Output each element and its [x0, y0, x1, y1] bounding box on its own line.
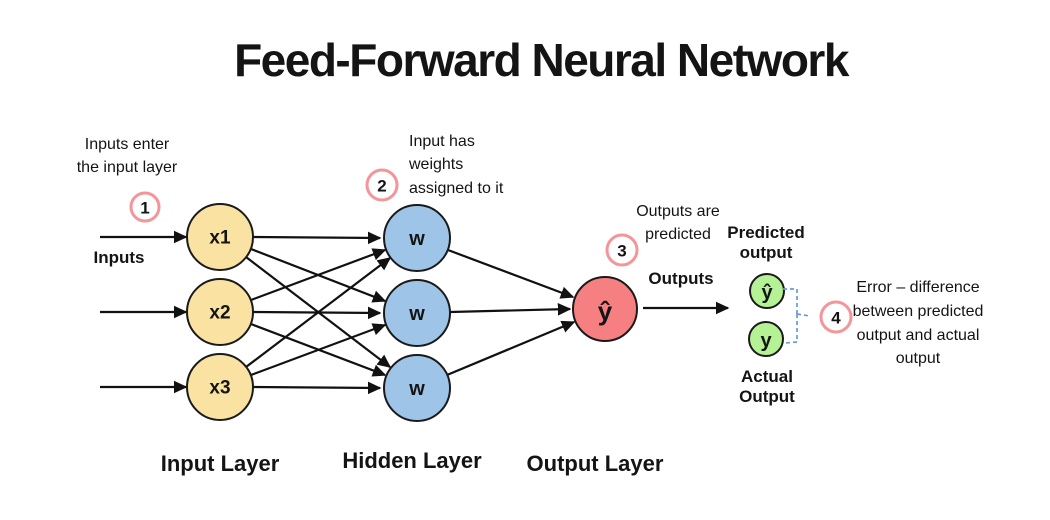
predicted-node-label: ŷ	[761, 282, 773, 304]
step1-note-line1: Inputs enter	[85, 136, 170, 153]
actual-output-label-line2: Output	[739, 387, 795, 406]
inputs-label: Inputs	[94, 248, 145, 267]
error-bracket	[783, 288, 811, 344]
step4-note-line4: output	[896, 350, 941, 367]
edge-w3-yhat	[446, 320, 576, 377]
step-badge-2: 2	[365, 168, 399, 202]
predicted-output-label-line2: output	[740, 243, 793, 262]
actual-node	[748, 321, 784, 357]
actual-output-label-line1: Actual	[741, 367, 793, 386]
step-badge-3-circle	[605, 233, 639, 267]
step4-note-line1: Error – difference	[856, 279, 979, 296]
hidden-node-3-label: w	[408, 378, 425, 400]
output-node	[572, 276, 638, 342]
step-badge-4-circle	[819, 300, 853, 334]
hidden-layer-label: Hidden Layer	[342, 448, 482, 473]
input-layer: x1 x2 x3	[186, 203, 254, 421]
step-badge-3: 3	[605, 233, 639, 267]
input-layer-label: Input Layer	[161, 451, 280, 476]
step3-note-line1: Outputs are	[636, 203, 720, 220]
hidden-node-1	[383, 204, 451, 272]
step-badge-1-circle	[129, 191, 161, 223]
hidden-node-2-label: w	[408, 303, 425, 325]
diagram-title: Feed-Forward Neural Network	[234, 34, 850, 86]
input-node-x2	[186, 278, 254, 346]
predicted-output-label-line1: Predicted	[727, 223, 804, 242]
step4-note-line2: between predicted	[853, 303, 984, 320]
hidden-node-1-label: w	[408, 228, 425, 250]
edge-x3-w2	[250, 323, 387, 377]
edge-w2-yhat	[449, 303, 572, 316]
edge-x3-w3	[252, 381, 382, 395]
output-layer-label: Output Layer	[527, 451, 664, 476]
step-badge-2-circle	[365, 168, 399, 202]
actual-node-label: y	[760, 330, 772, 352]
predicted-node	[749, 273, 785, 309]
edge-x1-w1	[252, 231, 382, 245]
edge-x2-w1	[250, 248, 387, 302]
step-badge-1-number: 1	[140, 199, 149, 218]
result-nodes: ŷ y	[748, 273, 785, 357]
input-node-x3	[186, 353, 254, 421]
outputs-label: Outputs	[648, 269, 713, 288]
step-badge-3-number: 3	[617, 242, 626, 261]
input-node-x1	[186, 203, 254, 271]
step3-note-line2: predicted	[645, 226, 711, 243]
step1-note-line2: the input layer	[77, 159, 178, 176]
step-badge-1: 1	[129, 191, 161, 223]
step2-note-line3: assigned to it	[409, 180, 504, 197]
hidden-layer: w w w	[383, 204, 451, 422]
hidden-node-3	[383, 354, 451, 422]
step2-note-line2: weights	[408, 156, 463, 173]
input-node-x3-label: x3	[209, 378, 230, 399]
edge-x3-w1	[245, 257, 392, 368]
step-badge-2-number: 2	[377, 177, 386, 196]
input-node-x1-label: x1	[209, 228, 231, 249]
step-badge-4: 4	[819, 300, 853, 334]
step-badge-4-number: 4	[831, 309, 841, 328]
hidden-node-2	[383, 279, 451, 347]
output-layer: ŷ	[572, 276, 638, 342]
step4-note-line3: output and actual	[857, 327, 980, 344]
edge-w1-yhat	[447, 248, 575, 299]
step2-note-line1: Input has	[409, 133, 475, 150]
output-node-label: ŷ	[598, 296, 613, 326]
input-node-x2-label: x2	[209, 303, 230, 324]
